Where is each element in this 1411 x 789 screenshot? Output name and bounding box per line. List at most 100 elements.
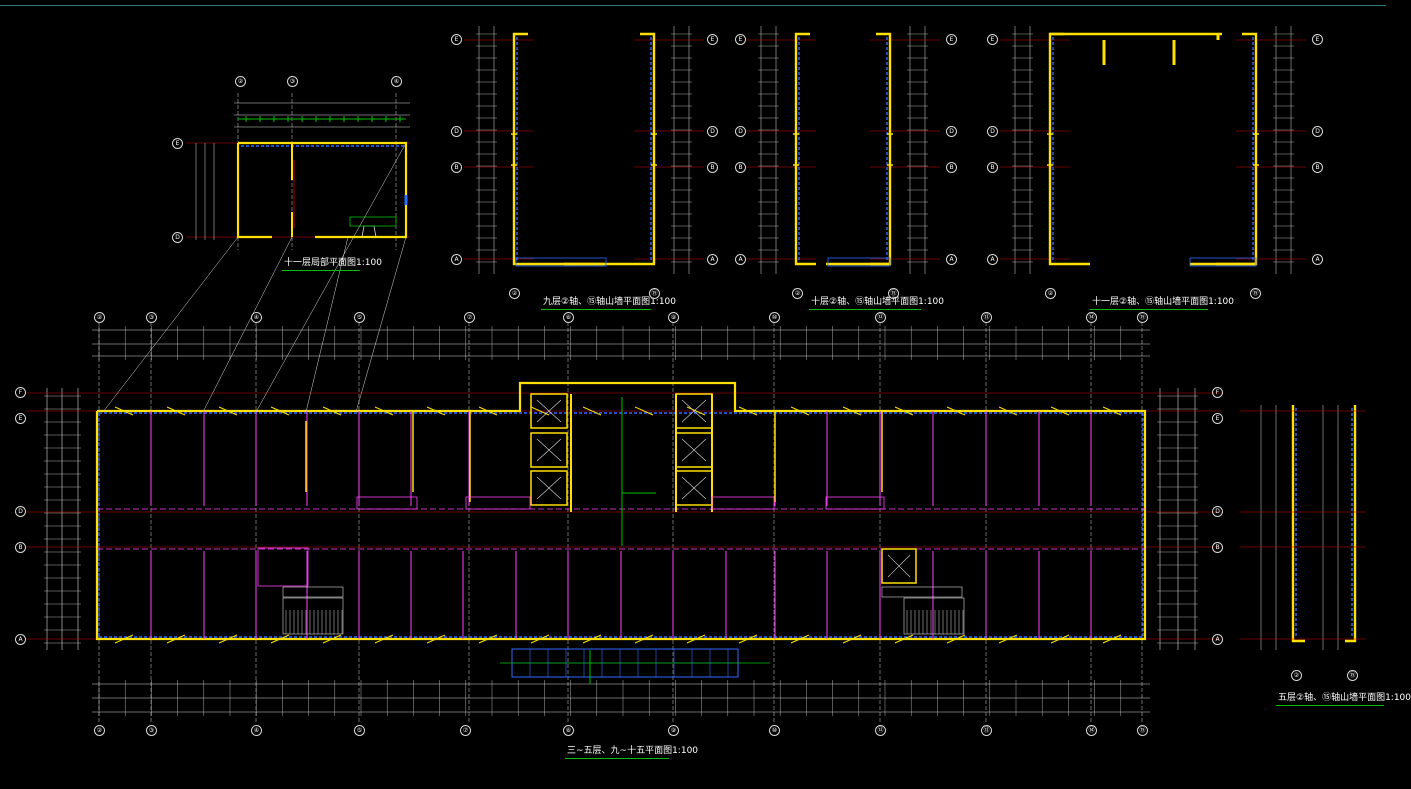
axis-bubble: E xyxy=(1312,34,1323,45)
elevator-shaft xyxy=(530,432,568,468)
window xyxy=(842,406,862,416)
window xyxy=(634,634,654,644)
axis-bubble: D xyxy=(172,232,183,243)
gable-wall xyxy=(564,32,656,266)
axis-bubble: ⑤ xyxy=(354,312,365,323)
axis-bubble: ⑩ xyxy=(769,725,780,736)
room xyxy=(465,496,531,510)
window xyxy=(166,634,186,644)
window xyxy=(582,634,602,644)
axis-bubble: ② xyxy=(509,288,520,299)
room xyxy=(356,496,418,510)
window xyxy=(322,406,342,416)
axis-bubble: E xyxy=(707,34,718,45)
room xyxy=(825,496,885,510)
window xyxy=(894,406,914,416)
door-box xyxy=(349,216,397,227)
axis-bubble: D xyxy=(1212,506,1223,517)
window xyxy=(1050,406,1070,416)
reference-leader xyxy=(305,236,349,413)
window xyxy=(998,406,1018,416)
window xyxy=(478,634,498,644)
axis-bubble: ⑤ xyxy=(354,725,365,736)
axis-bubble: E xyxy=(1212,413,1223,424)
window xyxy=(270,406,290,416)
balcony xyxy=(827,257,891,267)
balcony xyxy=(1189,257,1257,267)
window xyxy=(530,634,550,644)
gable-wall xyxy=(1345,405,1357,643)
axis-bubble: B xyxy=(1312,162,1323,173)
axis-bubble: ④ xyxy=(391,76,402,87)
window xyxy=(270,634,290,644)
axis-bubble: E xyxy=(946,34,957,45)
window xyxy=(946,406,966,416)
axis-bubble: ⑮ xyxy=(649,288,660,299)
axis-bubble: E xyxy=(451,34,462,45)
title-ninth-gable: 九层②轴、⑮轴山墙平面图1:100 xyxy=(543,297,677,307)
window xyxy=(842,634,862,644)
axis-bubble: ⑩ xyxy=(769,312,780,323)
elevator-cross xyxy=(681,438,707,462)
window xyxy=(686,406,706,416)
axis-bubble: B xyxy=(15,542,26,553)
axis-bubble: B xyxy=(987,162,998,173)
axis-bubble: F xyxy=(15,387,26,398)
axis-bubble: ② xyxy=(792,288,803,299)
window xyxy=(738,406,758,416)
axis-bubble: ② xyxy=(235,76,246,87)
elevator-cross xyxy=(536,476,562,500)
axis-bubble: A xyxy=(451,254,462,265)
axis-bubble: ③ xyxy=(146,312,157,323)
axis-bubble: ⑬ xyxy=(981,312,992,323)
top-border-rule xyxy=(0,5,1386,6)
gable-wall xyxy=(794,32,816,266)
elevator-cross xyxy=(681,399,707,423)
title-underline xyxy=(541,309,651,310)
title-underline xyxy=(282,270,360,271)
axis-bubble: ⑨ xyxy=(668,312,679,323)
axis-bubble: ⑮ xyxy=(888,288,899,299)
title-underline xyxy=(565,758,669,759)
title-eleventh-stair-room: 十一层局部平面图1:100 xyxy=(284,258,382,268)
window xyxy=(374,634,394,644)
window xyxy=(790,406,810,416)
axis-bubble: A xyxy=(1212,634,1223,645)
exterior-wall xyxy=(236,143,272,239)
axis-bubble: ② xyxy=(1291,670,1302,681)
axis-bubble: ③ xyxy=(287,76,298,87)
axis-bubble: ⑫ xyxy=(875,312,886,323)
axis-bubble: ⑮ xyxy=(1137,312,1148,323)
axis-bubble: ④ xyxy=(251,312,262,323)
title-main-plan: 三~五层、九~十五平面图1:100 xyxy=(567,746,699,756)
room xyxy=(257,547,309,587)
drawing-linework xyxy=(25,26,1366,722)
elevator-cross xyxy=(536,399,562,423)
axis-bubble: D xyxy=(987,126,998,137)
axis-bubble: E xyxy=(172,138,183,149)
window xyxy=(114,634,134,644)
window xyxy=(322,634,342,644)
elevator-cross xyxy=(681,476,707,500)
axis-bubble: D xyxy=(946,126,957,137)
title-underline xyxy=(809,309,921,310)
axis-bubble: D xyxy=(707,126,718,137)
exterior-wall xyxy=(95,381,1147,641)
window xyxy=(374,406,394,416)
axis-bubble: ⑮ xyxy=(1347,670,1358,681)
elevator-shaft xyxy=(530,393,568,429)
axis-bubble: E xyxy=(735,34,746,45)
axis-bubble: B xyxy=(451,162,462,173)
axis-bubble: A xyxy=(735,254,746,265)
window xyxy=(166,406,186,416)
stair xyxy=(282,597,344,635)
axis-bubble: E xyxy=(987,34,998,45)
axis-bubble: ⑭ xyxy=(1086,312,1097,323)
axis-bubble: ⑦ xyxy=(460,725,471,736)
axis-bubble: ② xyxy=(94,312,105,323)
axis-bubble: D xyxy=(451,126,462,137)
axis-bubble: ⑬ xyxy=(981,725,992,736)
axis-bubble: ④ xyxy=(251,725,262,736)
axis-bubble: D xyxy=(1312,126,1323,137)
